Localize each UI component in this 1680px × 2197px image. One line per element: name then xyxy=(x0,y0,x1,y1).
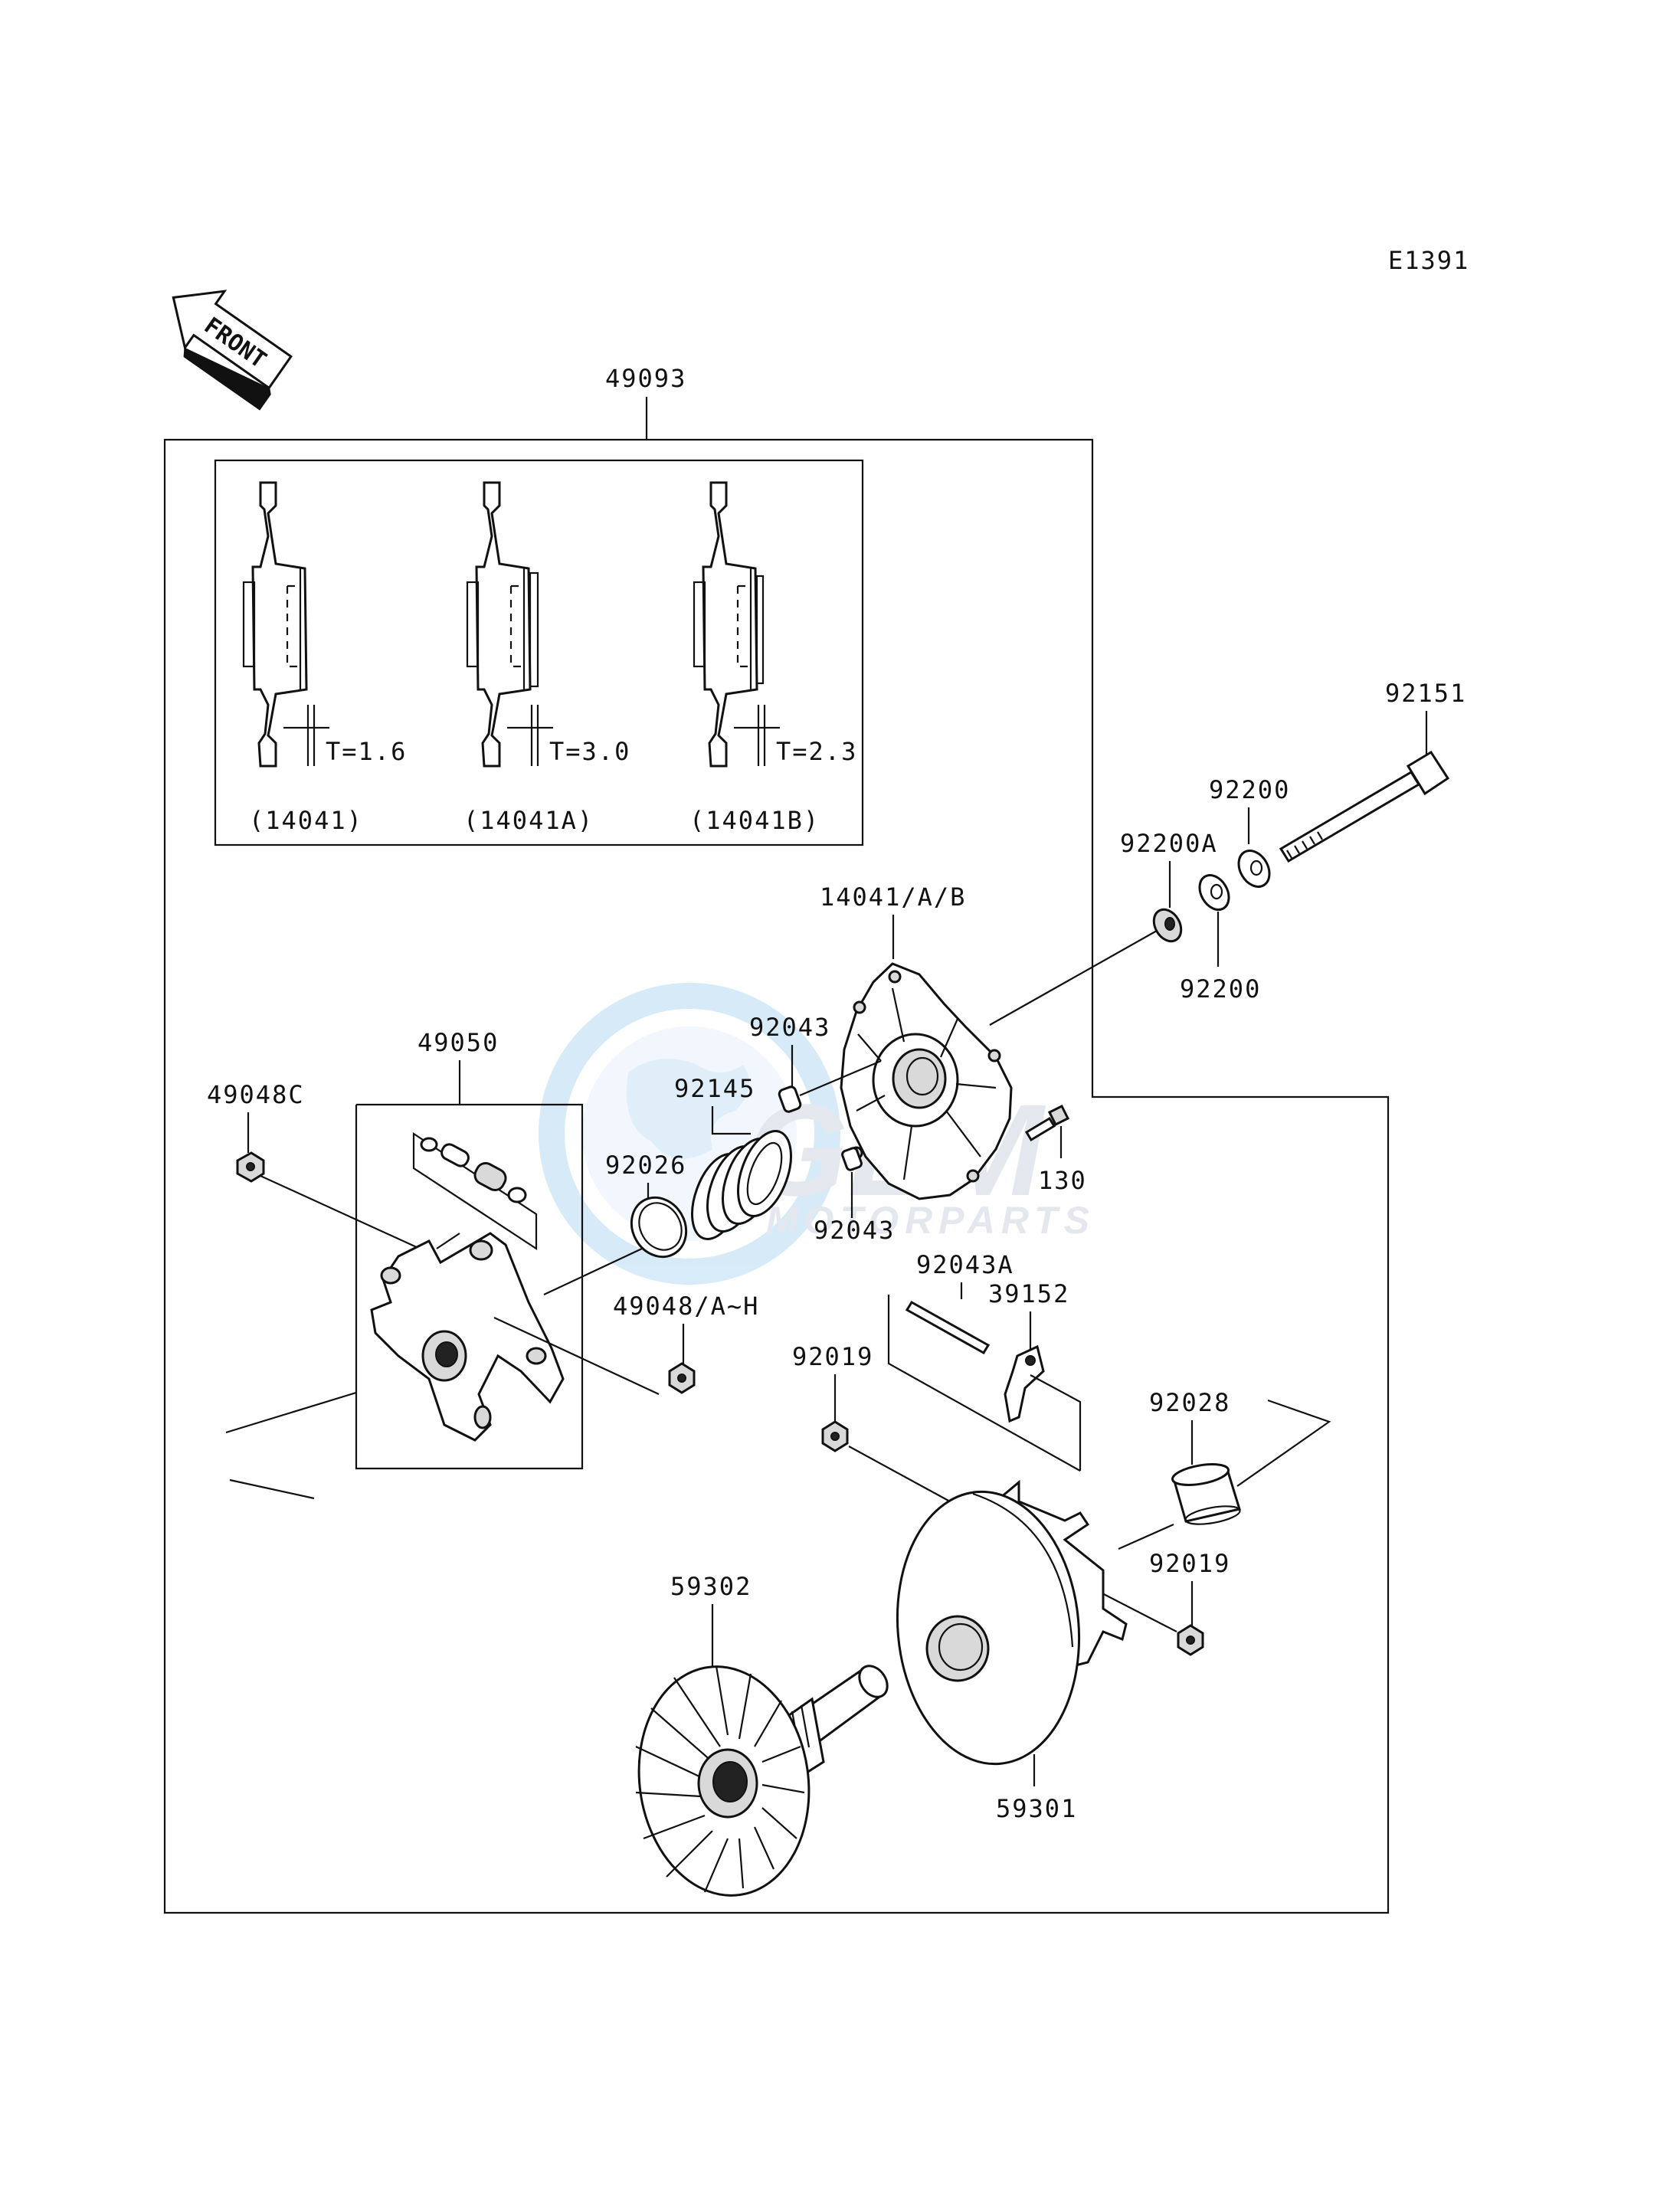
shim-code: (14041A) xyxy=(463,806,594,835)
bushing-92200A: 92200A xyxy=(1120,829,1218,943)
spring-92145: 92145 xyxy=(674,1074,792,1240)
part-label-92200: 92200 xyxy=(1209,775,1290,804)
shim-code: (14041B) xyxy=(689,806,820,835)
nut-49048AH: 49048/A~H xyxy=(613,1292,759,1394)
movable-sheave-59301: 59301 xyxy=(896,1479,1128,1823)
part-label-59301: 59301 xyxy=(996,1794,1077,1823)
part-label-92028: 92028 xyxy=(1149,1388,1230,1417)
fixed-sheave-59302: 59302 xyxy=(635,1572,889,1897)
part-label-92043A: 92043A xyxy=(916,1250,1014,1279)
cover-14041: 14041/A/B xyxy=(820,882,1013,1200)
part-label-92151: 92151 xyxy=(1385,679,1466,708)
part-label-92043: 92043 xyxy=(814,1216,895,1245)
weight-39152: 39152 xyxy=(988,1279,1069,1423)
part-label-92019: 92019 xyxy=(1149,1549,1230,1578)
oring-92026: 92026 xyxy=(605,1151,688,1259)
shim-detail-14041: T=1.6 (14041) xyxy=(242,481,407,835)
nut-92019-right: 92019 xyxy=(1072,1549,1230,1656)
pin-92043A: 92043A xyxy=(905,1250,1014,1355)
assembly-outline xyxy=(163,438,1390,1914)
watermark-sub: MOTORPARTS xyxy=(766,1199,1095,1242)
shim-thickness: T=1.6 xyxy=(326,737,407,766)
washer-92200-top: 92200 xyxy=(1209,775,1290,888)
bolt-92151: 92151 xyxy=(1279,679,1466,863)
shim-inset xyxy=(214,459,864,846)
part-label-92019: 92019 xyxy=(792,1342,873,1371)
part-label-49048C: 49048C xyxy=(207,1080,305,1109)
part-label-92200A: 92200A xyxy=(1120,829,1218,858)
nut-49048C: 49048C xyxy=(207,1080,437,1258)
washer-92200-bottom: 92200 xyxy=(1180,874,1261,1004)
part-label-14041AB: 14041/A/B xyxy=(820,882,966,912)
shim-detail-14041A: T=3.0 (14041A) xyxy=(463,481,630,835)
shim-thickness: T=3.0 xyxy=(549,737,630,766)
front-arrow-icon: FRONT xyxy=(172,290,293,411)
pin-92043-top: 92043 xyxy=(749,1013,882,1113)
part-label-49093: 49093 xyxy=(605,364,686,393)
nut-92019-left: 92019 xyxy=(792,1342,951,1502)
part-label-59302: 59302 xyxy=(670,1572,752,1601)
shim-detail-14041B: T=2.3 (14041B) xyxy=(689,481,857,835)
part-label-39152: 39152 xyxy=(988,1279,1069,1308)
part-label-130: 130 xyxy=(1038,1166,1087,1195)
part-label-49050: 49050 xyxy=(418,1028,499,1057)
part-label-92043: 92043 xyxy=(749,1013,830,1042)
spider-49050: 49050 xyxy=(225,1028,660,1500)
part-label-92200: 92200 xyxy=(1180,974,1261,1004)
screw-130: 130 xyxy=(1024,1104,1087,1195)
bushing-92028: 92028 xyxy=(1118,1388,1331,1550)
shim-thickness: T=2.3 xyxy=(776,737,857,766)
part-label-49048AH: 49048/A~H xyxy=(613,1292,759,1321)
part-label-92026: 92026 xyxy=(605,1151,686,1180)
diagram-code: E1391 xyxy=(1388,246,1469,275)
pin-92043-bottom: 92043 xyxy=(814,1147,895,1245)
shim-code: (14041) xyxy=(249,806,363,835)
part-label-92145: 92145 xyxy=(674,1074,755,1103)
